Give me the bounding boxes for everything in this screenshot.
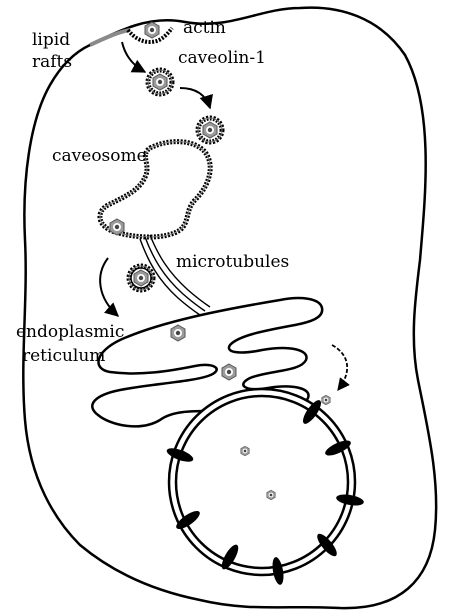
virus-particle [321, 394, 331, 406]
virus-particle [202, 121, 218, 139]
arrow-to-er [99, 257, 120, 317]
virus-particle [133, 269, 149, 287]
label-lipid-rafts-line2: rafts [32, 52, 73, 72]
nuclear-pore [317, 533, 337, 557]
label-er-line1: endoplasmic [16, 322, 125, 342]
virus-particle [109, 218, 125, 236]
label-microtubules: microtubules [176, 252, 290, 272]
nuclear-pore [325, 440, 351, 456]
virus-particle [152, 73, 168, 91]
label-caveolin: caveolin-1 [178, 48, 266, 68]
nucleus [167, 387, 357, 577]
virus-particle [266, 489, 276, 501]
label-er-line2: reticulum [22, 346, 106, 366]
nuclear-pores [166, 400, 364, 585]
label-caveosome: caveosome [52, 146, 147, 166]
label-actin: actin [183, 18, 226, 38]
arrow-vesicle-to-vesicle [179, 87, 213, 110]
nuclear-pore [302, 400, 322, 424]
nuclear-pore [166, 448, 194, 462]
virus-particle [240, 445, 250, 457]
arrow-raft-to-vesicle [121, 41, 147, 73]
nuclear-pore [336, 494, 364, 506]
nuclear-pore [272, 557, 284, 585]
arrow-to-nucleus [331, 344, 350, 391]
virus-particle [221, 363, 237, 381]
virus-particle [144, 21, 160, 39]
virus-particle [170, 324, 186, 342]
actin-invagination [126, 26, 174, 45]
nuclear-pore [221, 544, 239, 570]
cell-membrane [22, 6, 438, 610]
microtubules [139, 234, 211, 316]
lipid-raft-membrane [89, 28, 131, 47]
nuclear-pore [176, 510, 200, 530]
label-lipid-rafts-line1: lipid [32, 30, 71, 50]
